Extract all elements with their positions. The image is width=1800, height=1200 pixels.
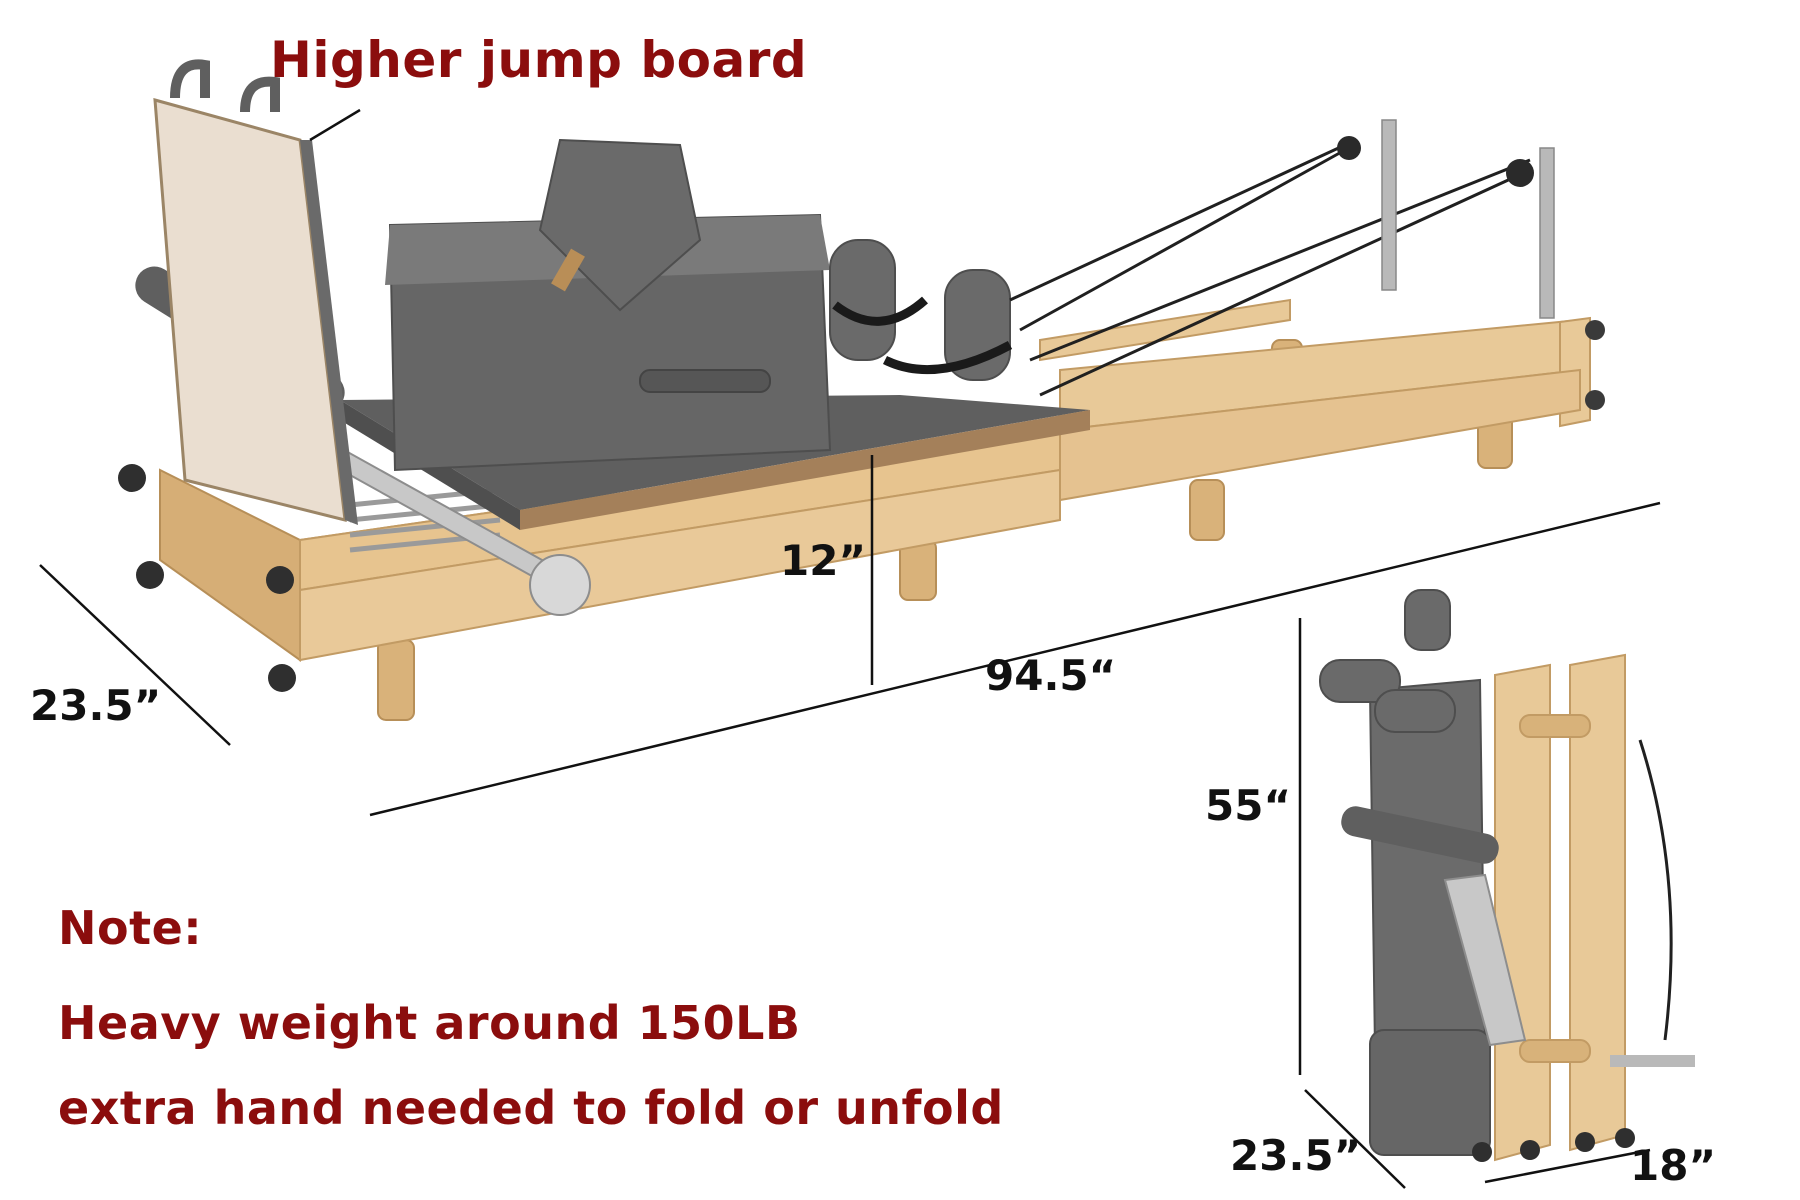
note-line-fold: extra hand needed to fold or unfold: [58, 1081, 1004, 1135]
pulley-posts: [1337, 119, 1555, 319]
folded-height-label: 55“: [1205, 781, 1292, 830]
front-wheels: [118, 464, 296, 692]
note-line-weight: Heavy weight around 150LB: [58, 996, 801, 1050]
folded-bar: [1610, 1055, 1695, 1067]
folded-rope: [1638, 739, 1673, 1041]
straps: [832, 296, 1013, 375]
headrest: [538, 138, 702, 312]
reformer-unfolded: [39, 59, 1661, 817]
reformer-folded: [1298, 589, 1695, 1189]
length-dimension-label: 94.5“: [985, 651, 1117, 700]
height-dimension-label: 12”: [780, 536, 867, 585]
box-handle: [639, 369, 771, 393]
jump-board: [153, 59, 358, 525]
folded-dimension-lines: [1298, 618, 1651, 1189]
jump-board-callout: Higher jump board: [270, 31, 808, 89]
rear-wheels: [1585, 320, 1605, 410]
folded-carriage: [1368, 678, 1491, 1156]
width-dimension-label: 23.5”: [30, 681, 162, 730]
sitting-box: [385, 213, 832, 472]
folded-wheels: [1472, 1128, 1635, 1162]
ropes: [1009, 143, 1531, 397]
folded-width-label: 23.5”: [1230, 1131, 1362, 1180]
folded-footbar: [1341, 806, 1527, 1047]
folded-shoulder-rests: [1319, 589, 1456, 733]
note-heading: Note:: [58, 901, 203, 955]
dimension-lines: [39, 108, 1661, 817]
folded-depth-label: 18”: [1630, 1141, 1717, 1190]
folded-frame: [1494, 653, 1626, 1162]
